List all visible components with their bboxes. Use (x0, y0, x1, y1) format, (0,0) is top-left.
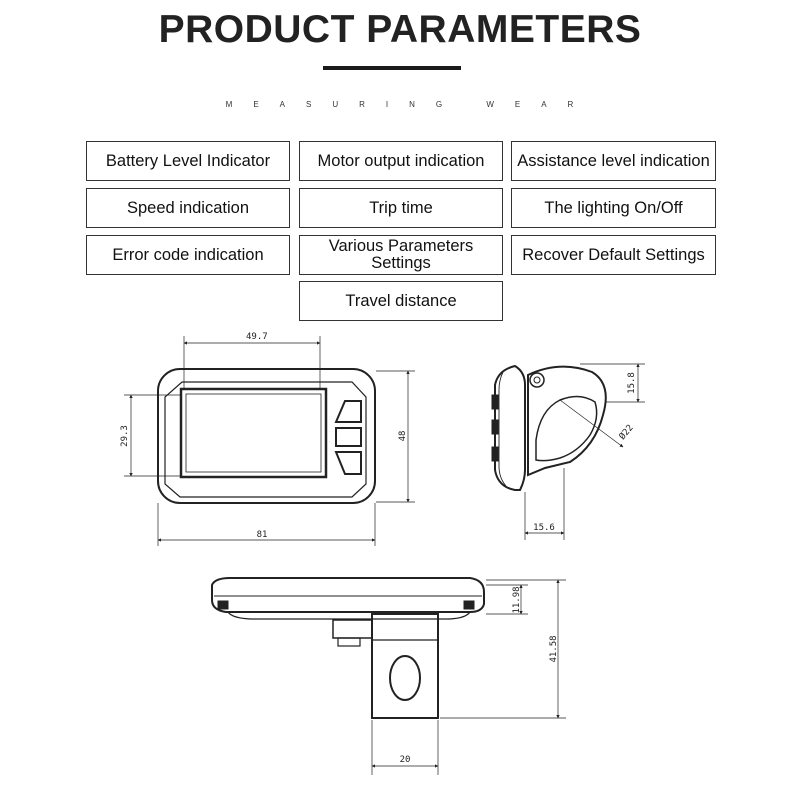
dim-plate-thickness: 11.98 (512, 586, 522, 613)
bottom-clamp (371, 613, 439, 719)
feature-trip-time: Trip time (299, 188, 503, 228)
dim-total-height: 48 (398, 431, 408, 442)
dim-screen-height: 29.3 (120, 425, 130, 447)
dim-bottom-total-height: 41.58 (549, 635, 559, 662)
bottom-connector (332, 619, 373, 639)
handlebar-clamp (527, 365, 607, 477)
page-title: PRODUCT PARAMETERS (158, 8, 642, 51)
front-view (124, 336, 415, 546)
display-housing (157, 368, 376, 504)
feature-recover-defaults: Recover Default Settings (511, 235, 716, 275)
side-housing (494, 364, 526, 491)
display-screen (179, 387, 328, 479)
feature-travel-distance: Travel distance (299, 281, 503, 321)
bottom-plate (211, 577, 485, 613)
feature-speed: Speed indication (86, 188, 290, 228)
housing-bevel (164, 381, 367, 498)
dim-total-width: 81 (257, 530, 268, 540)
title-underline (323, 66, 461, 70)
clamp-bolt-icon (529, 372, 545, 388)
page-subtitle: MEASURING WEAR (225, 100, 595, 109)
feature-lighting: The lighting On/Off (511, 188, 716, 228)
button-down-icon (334, 451, 362, 475)
button-up-icon (334, 400, 362, 423)
button-mode-icon (335, 427, 362, 447)
side-view (491, 363, 645, 540)
bottom-view (211, 577, 566, 775)
dim-screen-width: 49.7 (246, 332, 268, 342)
feature-assistance-level: Assistance level indication (511, 141, 716, 181)
feature-error-code: Error code indication (86, 235, 290, 275)
dim-side-top-offset: 15.8 (627, 372, 637, 394)
dim-clamp-diameter: Ø22 (617, 422, 636, 442)
dim-clamp-width: 20 (400, 755, 411, 765)
dim-side-depth: 15.6 (533, 523, 555, 533)
bottom-clamp-hole (389, 655, 421, 701)
feature-motor-output: Motor output indication (299, 141, 503, 181)
feature-parameter-settings: Various Parameters Settings (299, 235, 503, 275)
feature-battery-level: Battery Level Indicator (86, 141, 290, 181)
